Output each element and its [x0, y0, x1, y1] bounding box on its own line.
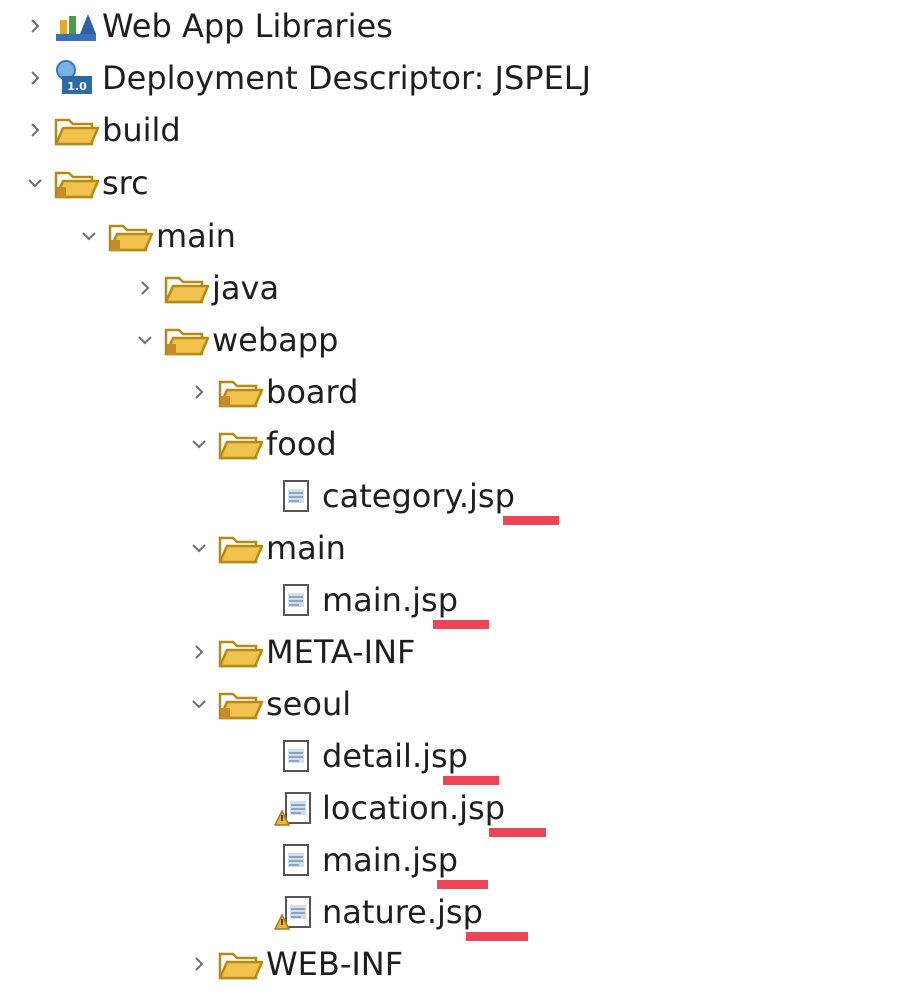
tree-item-label: food [266, 425, 337, 463]
tree-item-label: board [266, 373, 359, 411]
library-icon [52, 6, 100, 46]
chevron-right-icon[interactable] [182, 372, 216, 412]
tree-item[interactable]: main [0, 210, 920, 262]
highlight-underline [443, 776, 499, 785]
tree-item[interactable]: main [0, 522, 920, 574]
tree-item[interactable]: webapp [0, 314, 920, 366]
tree-item-label: detail.jsp [322, 737, 468, 775]
source-folder-icon [216, 372, 264, 412]
tree-item[interactable]: detail.jsp [0, 730, 920, 782]
tree-item-label: Web App Libraries [102, 7, 393, 45]
tree-item[interactable]: seoul [0, 678, 920, 730]
chevron-right-icon[interactable] [18, 6, 52, 46]
tree-item[interactable]: META-INF [0, 626, 920, 678]
tree-item-label: webapp [212, 321, 339, 359]
tree-item-label: WEB-INF [266, 945, 404, 983]
folder-icon [162, 268, 210, 308]
jsp-file-icon [272, 736, 320, 776]
tree-item-label: main [266, 529, 346, 567]
tree-item-label: Deployment Descriptor: JSPELJ [102, 59, 592, 97]
jsp-file-icon [272, 840, 320, 880]
tree-item-label: META-INF [266, 633, 416, 671]
tree-item[interactable]: WEB-INF [0, 938, 920, 990]
tree-item-label: location.jsp [322, 789, 506, 827]
tree-item[interactable]: src [0, 157, 918, 209]
chevron-right-icon[interactable] [18, 58, 52, 98]
tree-item[interactable]: java [0, 262, 920, 314]
source-folder-icon [52, 163, 100, 203]
source-folder-icon [216, 684, 264, 724]
highlight-underline [489, 828, 546, 837]
svg-text:1.0: 1.0 [67, 80, 87, 93]
folder-icon [216, 632, 264, 672]
jsp-file-warning-icon [272, 788, 320, 828]
folder-icon [216, 424, 264, 464]
jsp-file-icon [272, 580, 320, 620]
chevron-right-icon[interactable] [182, 632, 216, 672]
source-folder-icon [106, 216, 154, 256]
tree-item-label: build [102, 111, 181, 149]
highlight-underline [466, 932, 528, 941]
folder-icon [216, 944, 264, 984]
jsp-file-warning-icon [272, 892, 320, 932]
tree-item[interactable]: 1.0 Deployment Descriptor: JSPELJ [0, 52, 918, 104]
tree-item[interactable]: main.jsp [0, 834, 920, 886]
highlight-underline [433, 620, 489, 629]
chevron-right-icon[interactable] [182, 944, 216, 984]
deployment-descriptor-icon: 1.0 [52, 58, 100, 98]
folder-icon [52, 110, 100, 150]
tree-item-label: seoul [266, 685, 352, 723]
tree-item[interactable]: build [0, 104, 918, 156]
chevron-right-icon[interactable] [128, 268, 162, 308]
tree-item-label: category.jsp [322, 477, 515, 515]
tree-item[interactable]: location.jsp [0, 782, 920, 834]
chevron-down-icon[interactable] [182, 528, 216, 568]
tree-item[interactable]: main.jsp [0, 574, 920, 626]
tree-item[interactable]: nature.jsp [0, 886, 920, 938]
folder-icon [216, 528, 264, 568]
chevron-down-icon[interactable] [18, 163, 52, 203]
tree-item-label: main.jsp [322, 581, 458, 619]
source-folder-icon [162, 320, 210, 360]
highlight-underline [437, 880, 488, 889]
tree-item-label: java [212, 269, 280, 307]
jsp-file-icon [272, 476, 320, 516]
tree-item-label: src [102, 164, 149, 202]
highlight-underline [503, 516, 559, 525]
tree-item[interactable]: board [0, 366, 920, 418]
tree-item-label: nature.jsp [322, 893, 483, 931]
tree-item[interactable]: Web App Libraries [0, 0, 918, 52]
tree-item-label: main.jsp [322, 841, 458, 879]
chevron-down-icon[interactable] [128, 320, 162, 360]
tree-item[interactable]: category.jsp [0, 470, 920, 522]
chevron-down-icon[interactable] [72, 216, 106, 256]
tree-item-label: main [156, 217, 236, 255]
tree-item[interactable]: food [0, 418, 920, 470]
chevron-right-icon[interactable] [18, 110, 52, 150]
chevron-down-icon[interactable] [182, 684, 216, 724]
chevron-down-icon[interactable] [182, 424, 216, 464]
